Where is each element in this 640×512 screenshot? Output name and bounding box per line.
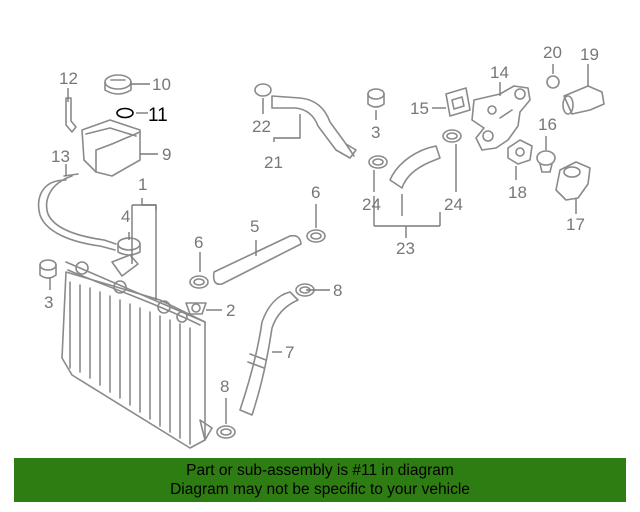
radiator-mount-left [39, 259, 57, 279]
notice-line-2: Diagram may not be specific to your vehi… [170, 481, 470, 498]
callout-10: 10 [152, 75, 171, 94]
callout-24-right: 24 [444, 195, 463, 214]
callout-13: 13 [51, 147, 70, 166]
water-outlet-housing [471, 85, 531, 151]
callout-19: 19 [580, 45, 599, 64]
callout-8-top: 8 [333, 281, 342, 300]
callout-9: 9 [162, 145, 171, 164]
callout-8-bottom: 8 [220, 377, 229, 396]
callout-14: 14 [490, 63, 509, 82]
reservoir-bracket [65, 97, 77, 133]
thermostat [536, 150, 556, 173]
bypass-hose-clamp-left [368, 155, 388, 169]
callout-18: 18 [508, 183, 527, 202]
callout-16: 16 [538, 115, 557, 134]
callout-6-left: 6 [194, 233, 203, 252]
callout-11: 11 [148, 105, 168, 126]
callout-12: 12 [59, 69, 78, 88]
callout-3-upper: 3 [371, 123, 380, 142]
hose-clamp-right [306, 229, 326, 243]
callout-7: 7 [285, 343, 294, 362]
coolant-reservoir [81, 119, 141, 177]
callout-15: 15 [410, 99, 429, 118]
hose-clamp-left [189, 275, 209, 289]
callout-24-left: 24 [362, 195, 381, 214]
callout-22: 22 [252, 117, 271, 136]
callout-1: 1 [138, 175, 147, 194]
callout-4: 4 [121, 207, 130, 226]
callout-20: 20 [543, 43, 562, 62]
callout-2: 2 [226, 301, 235, 320]
coolant-pipe [271, 95, 357, 159]
notice-line-1: Part or sub-assembly is #11 in diagram [186, 462, 454, 479]
callout-17: 17 [566, 215, 585, 234]
housing-gasket [445, 87, 471, 117]
thermostat-housing [555, 161, 591, 201]
drain-plug [185, 302, 207, 315]
callout-21: 21 [264, 153, 283, 172]
leader-lines [49, 64, 589, 424]
notice-banner: Part or sub-assembly is #11 in diagram D… [14, 458, 626, 502]
callout-6-right: 6 [311, 183, 320, 202]
overflow-hose [37, 173, 117, 251]
sensor-washer [546, 75, 560, 89]
callout-3-left: 3 [44, 293, 53, 312]
pipe-gasket [254, 83, 272, 97]
reservoir-cap [104, 74, 132, 95]
temperature-sensor [562, 85, 605, 115]
lower-hose-clamp-bottom [216, 425, 236, 439]
o-ring-part-11 [116, 107, 134, 119]
bypass-hose-clamp-right [442, 129, 462, 143]
callout-5: 5 [250, 217, 259, 236]
mount-upper [367, 88, 385, 108]
lower-radiator-hose [239, 291, 299, 416]
thermostat-gasket [507, 139, 533, 165]
bypass-hose [389, 145, 441, 189]
radiator-cap [117, 237, 141, 256]
callout-23: 23 [396, 239, 415, 258]
upper-radiator-hose [212, 234, 302, 286]
radiator [61, 254, 213, 449]
